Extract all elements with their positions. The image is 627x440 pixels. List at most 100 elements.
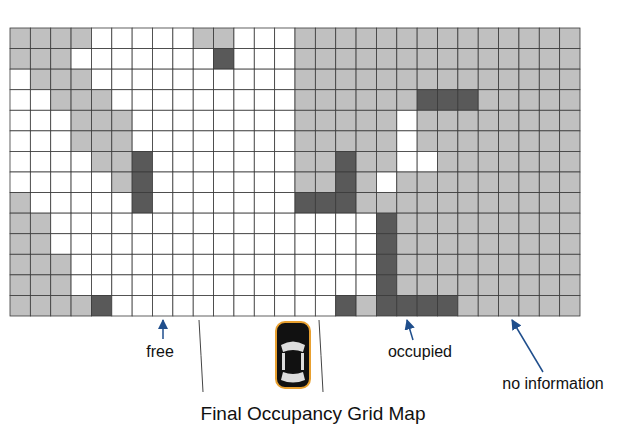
grid-cell <box>234 151 254 172</box>
grid-cell <box>376 69 396 90</box>
grid-cell <box>458 295 478 316</box>
grid-cell <box>315 49 335 70</box>
grid-cell <box>112 151 132 172</box>
grid-cell <box>560 131 580 152</box>
grid-cell <box>71 151 91 172</box>
grid-cell <box>336 90 356 111</box>
grid-cell <box>295 295 315 316</box>
grid-cell <box>173 275 193 296</box>
grid-cell <box>275 193 295 214</box>
grid-cell <box>132 234 152 255</box>
grid-cell <box>438 275 458 296</box>
grid-cell <box>499 49 519 70</box>
grid-cell <box>295 49 315 70</box>
grid-cell <box>397 90 417 111</box>
grid-cell <box>560 28 580 49</box>
grid-cell <box>234 193 254 214</box>
grid-cell <box>478 28 498 49</box>
grid-cell <box>519 213 539 234</box>
grid-cell <box>356 295 376 316</box>
grid-cell <box>51 172 71 193</box>
grid-cell <box>560 90 580 111</box>
grid-cell <box>336 131 356 152</box>
grid-cell <box>438 49 458 70</box>
grid-cell <box>51 49 71 70</box>
grid-cell <box>417 49 437 70</box>
grid-cell <box>153 90 173 111</box>
grid-cells <box>10 28 580 316</box>
grid-cell <box>10 49 30 70</box>
grid-cell <box>336 49 356 70</box>
lane-line <box>319 320 323 392</box>
grid-cell <box>254 234 274 255</box>
grid-cell <box>112 193 132 214</box>
grid-cell <box>376 151 396 172</box>
grid-cell <box>30 275 50 296</box>
grid-cell <box>376 90 396 111</box>
grid-cell <box>112 234 132 255</box>
grid-cell <box>295 172 315 193</box>
grid-cell <box>295 28 315 49</box>
grid-cell <box>458 90 478 111</box>
grid-cell <box>519 90 539 111</box>
grid-cell <box>153 28 173 49</box>
grid-cell <box>193 234 213 255</box>
grid-cell <box>234 69 254 90</box>
grid-cell <box>295 110 315 131</box>
grid-cell <box>417 110 437 131</box>
grid-cell <box>417 69 437 90</box>
grid-cell <box>458 69 478 90</box>
grid-cell <box>71 110 91 131</box>
grid-cell <box>499 69 519 90</box>
grid-cell <box>30 49 50 70</box>
grid-cell <box>214 28 234 49</box>
grid-cell <box>438 295 458 316</box>
grid-cell <box>30 69 50 90</box>
grid-cell <box>336 151 356 172</box>
grid-cell <box>458 275 478 296</box>
grid-cell <box>376 234 396 255</box>
leader-line <box>407 320 413 340</box>
grid-cell <box>91 28 111 49</box>
grid-cell <box>295 193 315 214</box>
grid-cell <box>153 254 173 275</box>
grid-cell <box>376 49 396 70</box>
grid-cell <box>173 110 193 131</box>
grid-cell <box>458 110 478 131</box>
grid-cell <box>315 193 335 214</box>
grid-cell <box>336 172 356 193</box>
grid-cell <box>438 28 458 49</box>
grid-cell <box>153 275 173 296</box>
grid-cell <box>417 295 437 316</box>
grid-cell <box>275 234 295 255</box>
grid-cell <box>91 131 111 152</box>
grid-cell <box>336 254 356 275</box>
grid-cell <box>458 49 478 70</box>
grid-cell <box>499 193 519 214</box>
grid-cell <box>417 213 437 234</box>
grid-cell <box>132 69 152 90</box>
grid-cell <box>478 275 498 296</box>
grid-cell <box>254 110 274 131</box>
grid-cell <box>193 49 213 70</box>
grid-cell <box>356 69 376 90</box>
grid-cell <box>51 295 71 316</box>
grid-cell <box>173 49 193 70</box>
grid-cell <box>234 275 254 296</box>
grid-cell <box>519 131 539 152</box>
grid-cell <box>234 28 254 49</box>
grid-cell <box>173 172 193 193</box>
grid-cell <box>315 295 335 316</box>
grid-cell <box>356 193 376 214</box>
grid-cell <box>539 254 559 275</box>
grid-cell <box>417 28 437 49</box>
grid-cell <box>193 295 213 316</box>
grid-cell <box>275 28 295 49</box>
grid-cell <box>336 28 356 49</box>
grid-cell <box>10 295 30 316</box>
grid-cell <box>315 275 335 296</box>
grid-cell <box>295 90 315 111</box>
grid-cell <box>295 234 315 255</box>
grid-cell <box>112 131 132 152</box>
